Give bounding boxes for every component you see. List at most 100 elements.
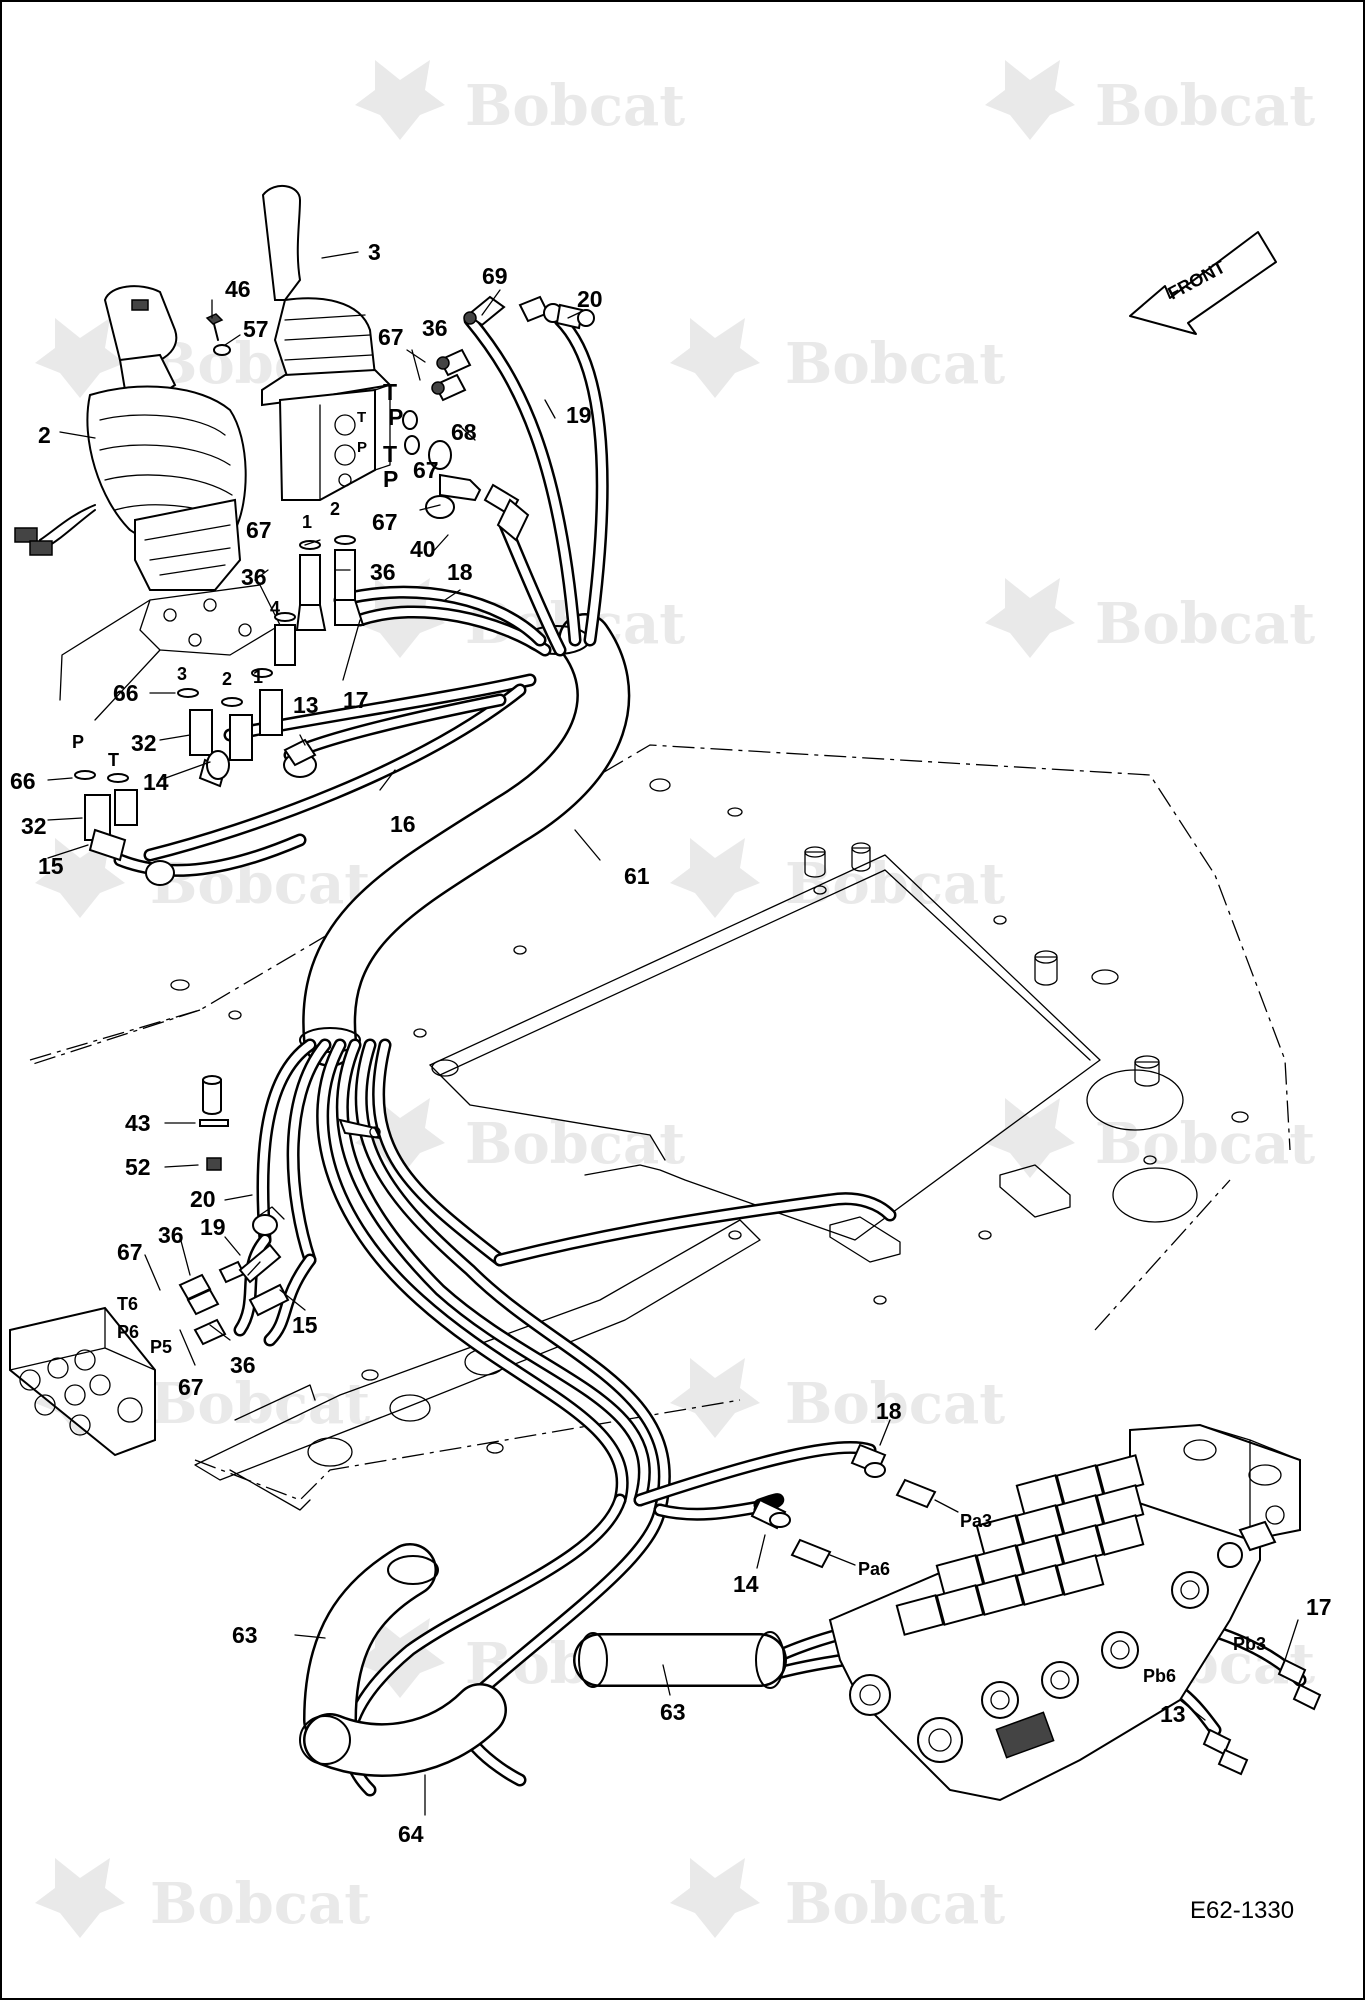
callout-20-mid: 20 bbox=[190, 1186, 216, 1212]
watermark-text: Bobcat bbox=[785, 851, 1005, 917]
watermark-text: Bobcat bbox=[785, 331, 1005, 397]
watermark-text: Bobcat bbox=[1095, 73, 1315, 139]
callout-67-mid-2: 67 bbox=[178, 1374, 204, 1400]
port-3: 3 bbox=[177, 664, 187, 684]
callout-36-left-2: 36 bbox=[370, 559, 396, 585]
drawing-code: E62-1330 bbox=[1190, 1897, 1294, 1924]
port-pb6: Pb6 bbox=[1143, 1666, 1176, 1686]
callout-13-bottom: 13 bbox=[1160, 1701, 1186, 1727]
watermark-logo: Bobcat bbox=[985, 578, 1315, 658]
port-t-left: T bbox=[108, 750, 119, 770]
callout-63-b: 63 bbox=[660, 1699, 686, 1725]
watermark-text: Bobcat bbox=[1095, 1111, 1315, 1177]
port-t-top: T bbox=[383, 379, 397, 405]
watermark-logo: Bobcat bbox=[35, 1858, 370, 1938]
small-t-mark: T bbox=[357, 409, 366, 426]
watermark-logo: Bobcat bbox=[670, 1358, 1005, 1438]
callout-13-top: 13 bbox=[293, 692, 319, 718]
callout-67-left-2: 67 bbox=[372, 509, 398, 535]
callout-20-top: 20 bbox=[577, 286, 603, 312]
port-4: 4 bbox=[270, 598, 280, 618]
watermark-logo: Bobcat bbox=[35, 838, 370, 918]
pilot-manifold-block bbox=[9, 1075, 382, 1457]
valve-sections bbox=[849, 1454, 1277, 1763]
small-p-mark: P bbox=[357, 439, 367, 456]
watermark-text: Bobcat bbox=[785, 1871, 1005, 1937]
port-pa3: Pa3 bbox=[960, 1511, 992, 1531]
front-label: FRONT bbox=[1164, 257, 1228, 304]
callout-36-mid-2: 36 bbox=[230, 1352, 256, 1378]
callout-63-a: 63 bbox=[232, 1622, 258, 1648]
port-marks: T P T P 1 2 4 3 2 1 P T bbox=[72, 379, 403, 770]
callout-46: 46 bbox=[225, 276, 251, 302]
upper-fittings bbox=[74, 295, 595, 886]
port-1-top: 1 bbox=[302, 512, 312, 532]
leader-lines bbox=[47, 251, 1299, 1816]
port-2-low: 2 bbox=[222, 669, 232, 689]
watermark-text: Bobcat bbox=[465, 73, 685, 139]
callout-17-top: 17 bbox=[343, 687, 369, 713]
bolt-and-washer bbox=[205, 313, 231, 356]
port-p-top: P bbox=[388, 404, 403, 430]
valve-pilot-fittings bbox=[750, 1443, 1322, 1776]
watermark-text: Bobcat bbox=[1095, 591, 1315, 657]
port-p-mid: P bbox=[383, 466, 398, 492]
callout-14-bottom: 14 bbox=[733, 1571, 759, 1597]
floor-plate bbox=[29, 744, 1291, 1511]
port-t-mid: T bbox=[383, 441, 397, 467]
callout-18-top: 18 bbox=[447, 559, 473, 585]
callout-32-b: 32 bbox=[21, 813, 47, 839]
callout-61: 61 bbox=[624, 863, 650, 889]
port-pa6: Pa6 bbox=[858, 1559, 890, 1579]
callout-18-bottom: 18 bbox=[876, 1398, 902, 1424]
callout-66-a: 66 bbox=[113, 680, 139, 706]
callout-36-left-1: 36 bbox=[241, 564, 267, 590]
watermark-text: Bobcat bbox=[150, 1371, 370, 1437]
watermark-logo: Bobcat bbox=[670, 1858, 1005, 1938]
right-joystick: T P bbox=[261, 185, 393, 501]
callout-labels: 3 46 57 2 69 20 67 36 19 67 68 40 67 67 … bbox=[10, 239, 1332, 1847]
callout-19-top: 19 bbox=[566, 402, 592, 428]
port-pb3: Pb3 bbox=[1233, 1634, 1266, 1654]
callout-57: 57 bbox=[243, 316, 269, 342]
left-joystick bbox=[14, 285, 281, 721]
port-1-low: 1 bbox=[253, 667, 263, 687]
callout-17-bottom: 17 bbox=[1306, 1594, 1332, 1620]
watermark-text: Bobcat bbox=[785, 1371, 1005, 1437]
callout-2: 2 bbox=[38, 422, 51, 448]
cross-member bbox=[194, 1219, 761, 1511]
port-p-left: P bbox=[72, 732, 84, 752]
watermark-logo: Bobcat bbox=[670, 838, 1005, 918]
callout-67-top-2: 67 bbox=[413, 457, 439, 483]
watermark-logo: Bobcat bbox=[355, 60, 685, 140]
port-p6: P6 bbox=[117, 1322, 139, 1342]
watermark-logo: Bobcat bbox=[670, 318, 1005, 398]
watermark-logo: Bobcat bbox=[985, 1098, 1315, 1178]
callout-32-a: 32 bbox=[131, 730, 157, 756]
callout-3: 3 bbox=[368, 239, 381, 265]
watermark-text: Bobcat bbox=[465, 1111, 685, 1177]
callout-15-mid: 15 bbox=[292, 1312, 318, 1338]
hose-sleeves-63-64 bbox=[299, 1543, 787, 1777]
callout-19-mid: 19 bbox=[200, 1214, 226, 1240]
port-p5: P5 bbox=[150, 1337, 172, 1357]
port-t6: T6 bbox=[117, 1294, 138, 1314]
callout-67-mid-1: 67 bbox=[117, 1239, 143, 1265]
front-direction-arrow: FRONT bbox=[1129, 231, 1277, 335]
callout-67-left-1: 67 bbox=[246, 517, 272, 543]
callout-68: 68 bbox=[451, 419, 477, 445]
callout-43: 43 bbox=[125, 1110, 151, 1136]
callout-52: 52 bbox=[125, 1154, 151, 1180]
control-valve bbox=[828, 1423, 1301, 1802]
callout-69: 69 bbox=[482, 263, 508, 289]
valve-port-labels: Pa3 Pa6 Pb3 Pb6 T6 P6 P5 bbox=[117, 1294, 1266, 1686]
callout-36-top-1: 36 bbox=[422, 315, 448, 341]
watermark-logo: Bobcat bbox=[985, 60, 1315, 140]
callout-14-top: 14 bbox=[143, 769, 169, 795]
callout-16: 16 bbox=[390, 811, 416, 837]
callout-36-mid-1: 36 bbox=[158, 1222, 184, 1248]
watermark-text: Bobcat bbox=[150, 1871, 370, 1937]
hose-bundle bbox=[113, 313, 1307, 1797]
